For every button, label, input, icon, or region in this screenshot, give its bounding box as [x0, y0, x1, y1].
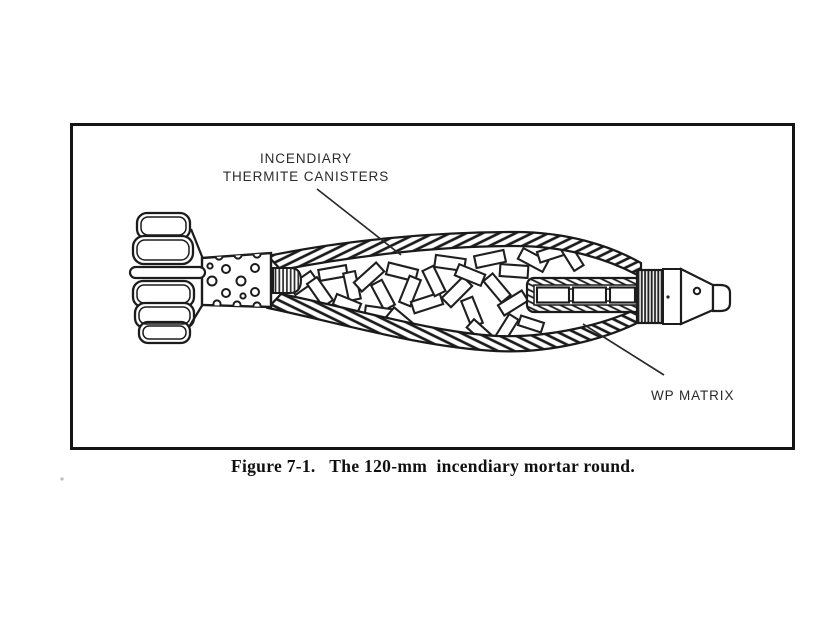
vent-hole	[250, 287, 260, 297]
vent-hole	[239, 292, 247, 300]
fin-spindle-rod	[128, 265, 207, 280]
fin-lobe	[131, 234, 195, 266]
fin-lobe-inner-line	[138, 306, 191, 325]
thermite-canister	[421, 264, 447, 298]
figure-caption: Figure 7-1. The 120-mm incendiary mortar…	[230, 456, 636, 476]
thermite-canister	[317, 263, 349, 283]
vent-hole	[221, 264, 231, 274]
vent-hole	[221, 288, 231, 298]
thermite-canister	[397, 274, 423, 308]
tail-fin-assembly	[128, 211, 207, 345]
leader-line-wp-matrix	[582, 323, 665, 376]
figure-frame	[70, 123, 795, 450]
label-incendiary-thermite-canisters-line2: THERMITE CANISTERS	[223, 169, 389, 184]
fin-lobe-inner-line	[140, 216, 187, 236]
burster-tube	[525, 276, 646, 314]
thermite-canister	[472, 248, 508, 270]
fuze-collar	[662, 268, 682, 325]
perforated-boom-tube	[200, 251, 273, 309]
fuze-hole	[692, 286, 702, 296]
fin-lobe-inner-line	[136, 239, 190, 261]
fin-lobe-inner-line	[142, 325, 187, 340]
fuze-nose-tip	[711, 283, 732, 313]
thermite-canister	[496, 289, 530, 317]
leader-line-canisters	[316, 188, 402, 256]
collar-pin	[666, 295, 670, 299]
vent-hole	[206, 262, 214, 270]
thermite-canister	[516, 246, 550, 274]
thermite-canister	[409, 291, 445, 315]
fuze-body	[679, 267, 715, 326]
fin-shoulder-line	[189, 228, 205, 260]
fin-shoulder-line	[188, 303, 204, 328]
vent-hole	[235, 275, 247, 287]
wp-matrix-segment	[608, 286, 637, 304]
wp-matrix-segment	[571, 286, 608, 304]
wp-matrix-segment	[535, 286, 571, 304]
label-wp-matrix: WP MATRIX	[651, 388, 734, 403]
thermite-canister	[516, 314, 546, 334]
thermite-canister	[481, 271, 513, 305]
fin-lobe	[137, 320, 192, 345]
thermite-canister	[369, 278, 397, 312]
ignition-cartridge	[272, 267, 303, 294]
thermite-canister	[352, 261, 386, 293]
fin-lobe-inner-line	[136, 284, 191, 304]
vent-hole	[232, 300, 242, 307]
vent-hole	[250, 263, 260, 273]
fuze-adapter	[635, 268, 665, 325]
boom-vent-holes	[206, 253, 262, 307]
nose-fuze	[662, 267, 732, 326]
vent-hole	[252, 301, 262, 307]
scan-artifact-dot	[60, 477, 64, 481]
vent-hole	[206, 275, 218, 287]
thermite-canister	[498, 262, 530, 280]
label-incendiary-thermite-canisters-line1: INCENDIARY	[260, 151, 352, 166]
